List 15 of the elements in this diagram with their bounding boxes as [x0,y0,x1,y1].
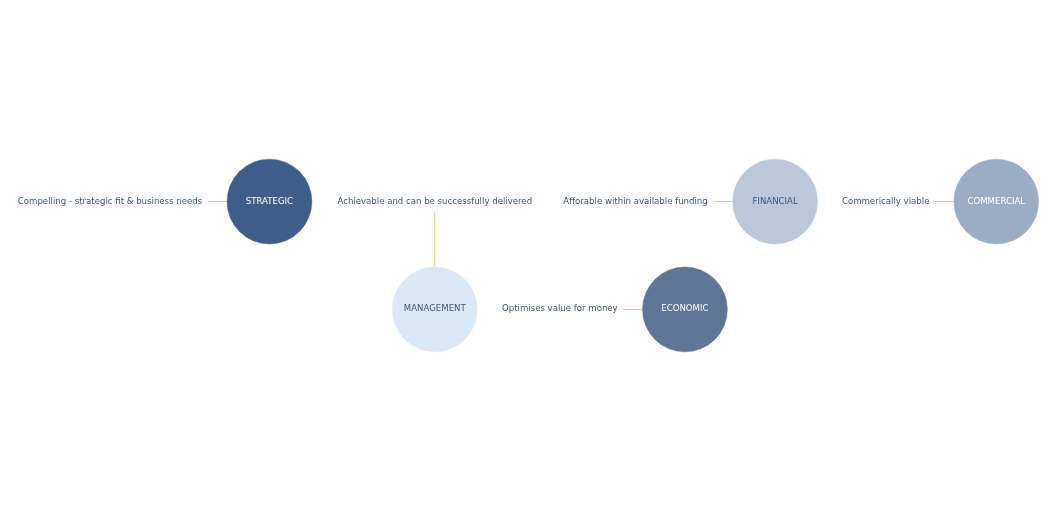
connector [622,309,643,310]
node-text: Optimises value for money [502,303,618,314]
node-circle: MANAGEMENT [392,266,478,353]
connector [713,201,733,202]
node-circle: ECONOMIC [642,266,728,353]
node-circle: STRATEGIC [226,158,313,245]
connector [434,210,436,268]
node-text: Compelling - strategic fit & business needs [17,195,203,206]
connector [207,201,228,202]
node-text: Afforable within available funding [563,195,708,206]
node-text: Commerically viable [841,195,930,206]
node-circle: FINANCIAL [732,158,818,245]
node-circle: COMMERCIAL [953,158,1039,245]
node-text: Achievable and can be successfully delivered [337,195,533,206]
connector [934,201,955,202]
